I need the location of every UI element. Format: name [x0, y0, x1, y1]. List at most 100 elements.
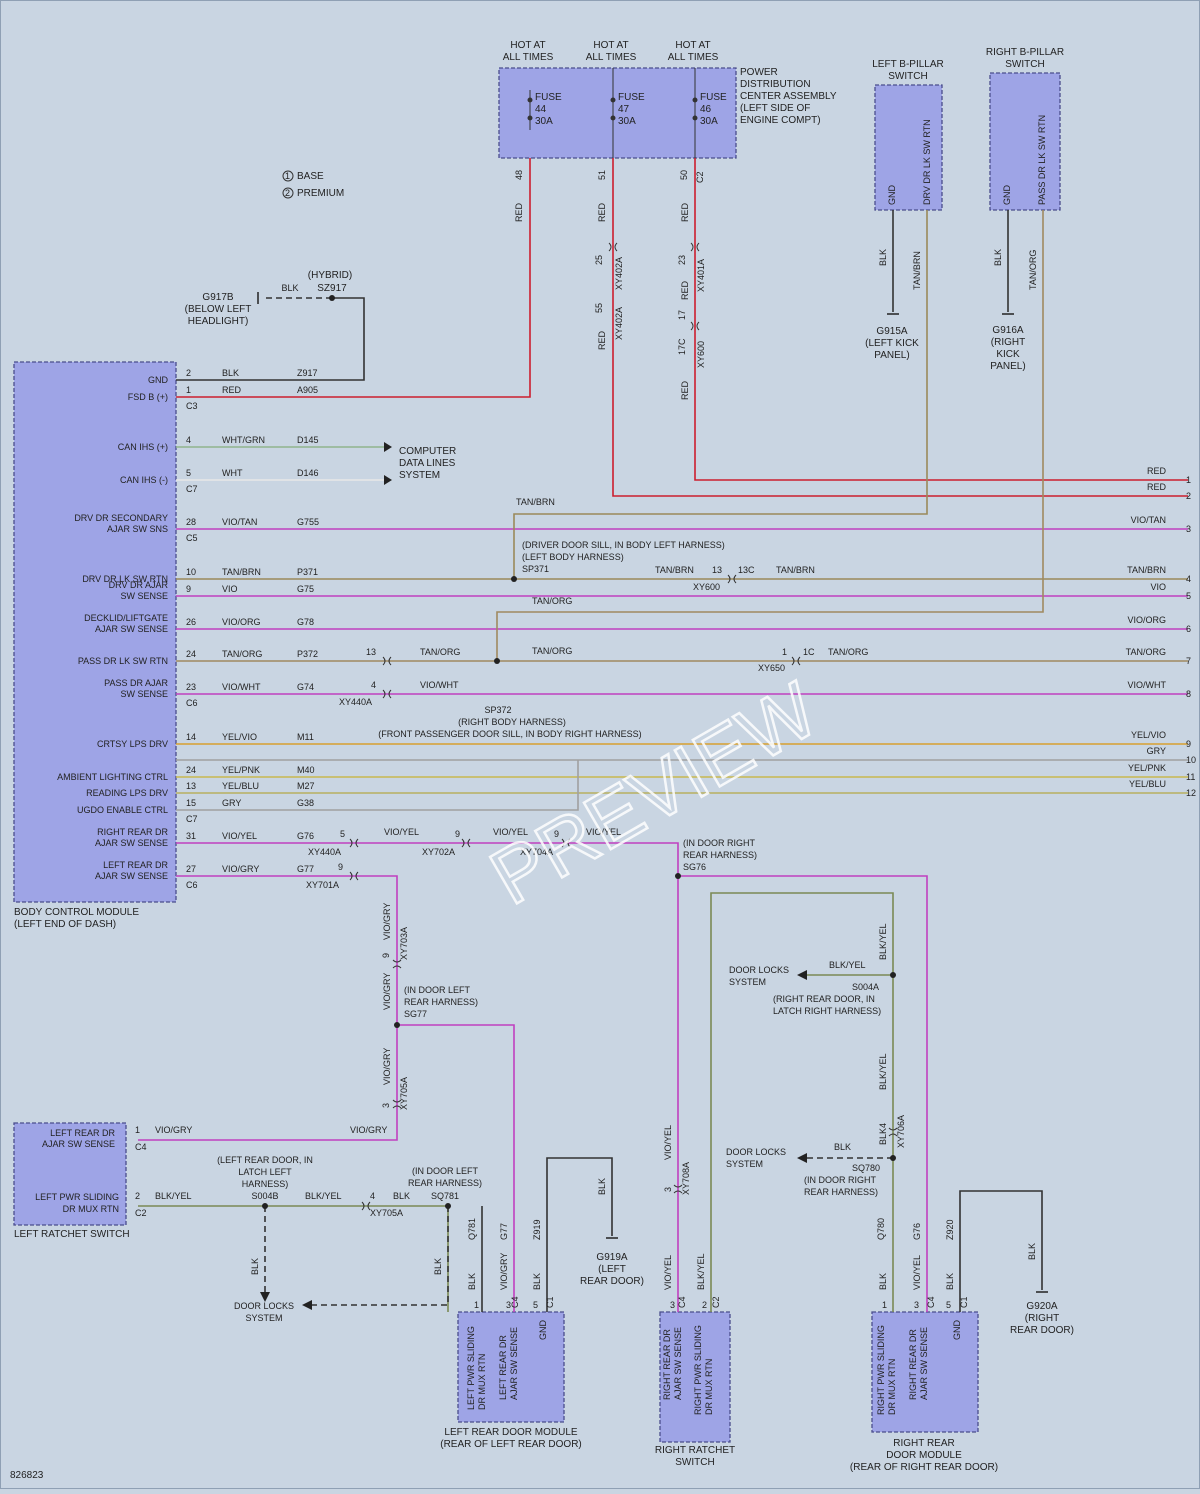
g919a-label-line-2: REAR DOOR)	[580, 1276, 644, 1287]
s004b-desc-line-2: HARNESS)	[242, 1179, 289, 1189]
inline-pin-23: 23	[677, 255, 687, 265]
bcm-connector-1: C3	[186, 401, 198, 411]
bcm-circuit-2: D145	[297, 435, 319, 445]
rrdm-pin-1: 3	[914, 1300, 919, 1310]
bcm-wire-color-9: VIO/WHT	[222, 682, 261, 692]
bcm-wire-color-5: TAN/BRN	[222, 567, 261, 577]
bcm-circuit-0: Z917	[297, 368, 318, 378]
rrs-wire-blk-yel: BLK/YEL	[696, 1253, 706, 1290]
bcm-pin-label-6: DRV DR AJAR	[109, 580, 169, 590]
wire-vio-yel-rr	[176, 842, 679, 1312]
right-edge-num-1: 2	[1186, 491, 1191, 501]
bcm-pin-label-11: AMBIENT LIGHTING CTRL	[57, 772, 168, 782]
pdc-name-line-1: DISTRIBUTION	[740, 79, 811, 90]
right-edge-color-2: VIO/TAN	[1131, 515, 1166, 525]
right-edge-color-5: VIO/ORG	[1127, 615, 1166, 625]
xy650: XY650	[758, 663, 785, 673]
inline-pin-17c: 17C	[677, 338, 687, 355]
bcm-wire-color-6: VIO	[222, 584, 238, 594]
rrdm-pin-0: 1	[882, 1300, 887, 1310]
xy600-pin-13: 13	[712, 565, 722, 575]
bcm-circuit-9: G74	[297, 682, 314, 692]
bcm-pin-label-6: SW SENSE	[120, 591, 168, 601]
pdc-pin-1: 51	[597, 170, 607, 180]
rrdm-pin-2: 5	[946, 1300, 951, 1310]
g920a-label-line-0: G920A	[1026, 1301, 1057, 1312]
xy600-a: XY600	[696, 341, 706, 368]
left-b-pillar-switch	[874, 84, 943, 211]
hybrid-label: (HYBRID)	[308, 270, 352, 281]
xy704a: XY704A	[520, 847, 553, 857]
left-rear-door-module	[457, 1311, 565, 1423]
pdc-hot-label-2: HOT AT	[675, 40, 710, 51]
bcm-circuit-3: D146	[297, 468, 319, 478]
bcm-wire-color-4: VIO/TAN	[222, 517, 257, 527]
lrdm-conn-c4: C4	[510, 1296, 520, 1308]
right-rear-door-module-name-line-0: RIGHT REAR	[893, 1438, 955, 1449]
vio-gry-1: VIO/GRY	[382, 903, 392, 940]
pdc-fuse-1-line-2: 30A	[618, 116, 636, 127]
wire-vio-yel-rrdm	[678, 875, 928, 1312]
right-b-pillar-switch	[989, 72, 1061, 211]
lrdm-pin-label-1-0: LEFT PWR SLIDING	[466, 1326, 476, 1410]
g916a-label-line-2: KICK	[996, 349, 1020, 360]
bcm-pin-number-12: 13	[186, 781, 196, 791]
right-edge-color-3: TAN/BRN	[1127, 565, 1166, 575]
lrdm-wire-blk2: BLK	[532, 1273, 542, 1290]
sq781-desc-line-0: (IN DOOR LEFT	[412, 1166, 479, 1176]
xy706a-pin-4: 4	[878, 1123, 888, 1128]
bcm-pin-label-15: AJAR SW SENSE	[95, 871, 168, 881]
right-edge-color-0: RED	[1147, 466, 1167, 476]
right-edge-color-1: RED	[1147, 482, 1167, 492]
rrs-conn-c2: C2	[711, 1296, 721, 1308]
lbp-wire-blk: BLK	[878, 249, 888, 266]
pdc-fuse-0-line-1: 44	[535, 104, 547, 115]
right-edge-num-2: 3	[1186, 524, 1191, 534]
bcm-connector-3: C7	[186, 484, 198, 494]
pdc-fuses	[527, 68, 698, 158]
rrdm-pin-label-5: GND	[952, 1320, 962, 1341]
sp371-wire-tan-brn: TAN/BRN	[516, 497, 555, 507]
bcm-pin-number-14: 31	[186, 831, 196, 841]
bcm-pin-number-11: 24	[186, 765, 196, 775]
right-edge-color-7: VIO/WHT	[1128, 680, 1167, 690]
right-rear-door-module	[871, 1311, 979, 1433]
s004a-desc-line-1: LATCH RIGHT HARNESS)	[773, 1006, 881, 1016]
pdc-fuse-0-line-2: 30A	[535, 116, 553, 127]
right-edge-color-9: GRY	[1147, 746, 1166, 756]
lrdm-pin-label-5: GND	[538, 1320, 548, 1341]
door-locks-right-1-line-0: DOOR LOCKS	[729, 965, 789, 975]
bcm-wire-color-13: GRY	[222, 798, 241, 808]
xy440a-pin-4: 4	[371, 680, 376, 690]
bcm-wire-color-14: VIO/YEL	[222, 831, 257, 841]
lrdm-circuit-z919: Z919	[532, 1219, 542, 1240]
bcm-pin-number-9: 23	[186, 682, 196, 692]
bcm-wire-color-7: VIO/ORG	[222, 617, 261, 627]
wire-color-red-6: RED	[680, 380, 690, 400]
wire-red-fuse46	[694, 158, 1188, 481]
blk-l-s004b: BLK	[250, 1258, 260, 1275]
inline-connectors	[349, 242, 898, 1211]
pdc-fuse-2-line-2: 30A	[700, 116, 718, 127]
lbp-pin-gnd: GND	[887, 185, 897, 206]
rrs-pin-label-2-0: RIGHT PWR SLIDING	[693, 1325, 703, 1415]
xy703a: XY703A	[399, 927, 409, 960]
sp372-sill: (FRONT PASSENGER DOOR SILL, IN BODY RIGH…	[378, 729, 641, 739]
bcm-circuit-8: P372	[297, 649, 318, 659]
right-edge-num-0: 1	[1186, 475, 1191, 485]
xy704a-pin-9: 9	[554, 829, 559, 839]
door-locks-right-2-line-0: DOOR LOCKS	[726, 1147, 786, 1157]
sg77-label-line-0: (IN DOOR LEFT	[404, 985, 471, 995]
xy600-b: XY600	[693, 582, 720, 592]
rrdm-conn-c4: C4	[926, 1296, 936, 1308]
rrdm-circuit-g76: G76	[912, 1223, 922, 1240]
wire-vio-gry-lr	[138, 875, 398, 1141]
wire-color-red-5: RED	[680, 280, 690, 300]
bcm-wire-color-1: RED	[222, 385, 242, 395]
bcm-pin-label-1: FSD B (+)	[128, 392, 168, 402]
sg77-label-line-2: SG77	[404, 1009, 427, 1019]
g915a-label-line-1: (LEFT KICK	[865, 338, 919, 349]
bcm-pin-label-13: UGDO ENABLE CTRL	[77, 805, 168, 815]
g920a-label-line-1: (RIGHT	[1025, 1313, 1059, 1324]
